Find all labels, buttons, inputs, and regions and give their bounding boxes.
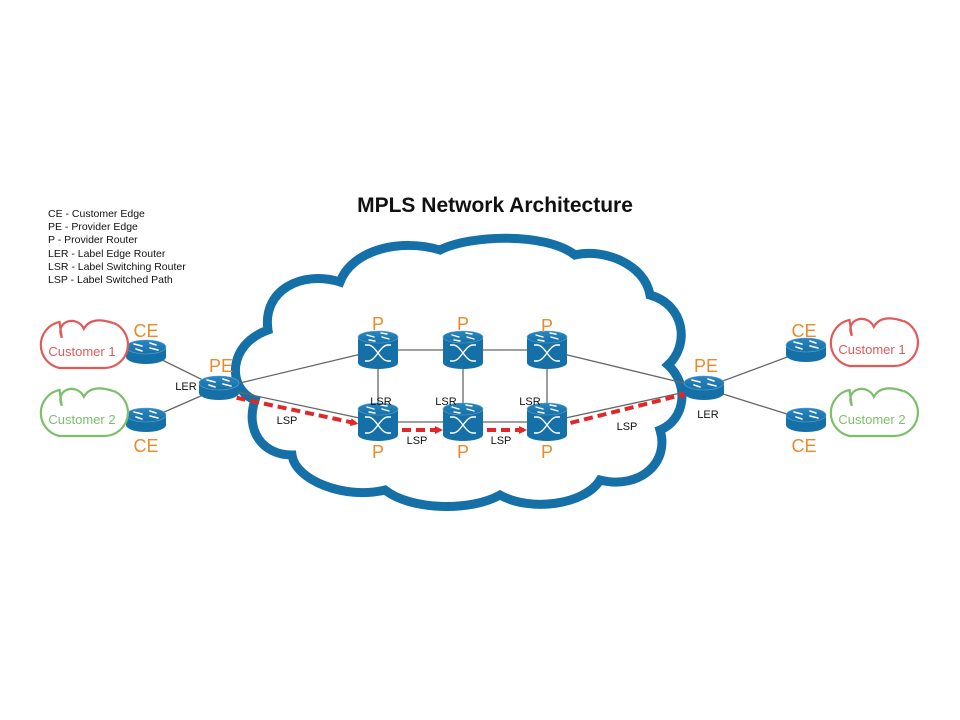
link-p-b3-pe-r: [546, 387, 705, 423]
legend-item-ler: LER - Label Edge Router: [48, 247, 166, 260]
router-arrows-icon: [793, 410, 819, 420]
legend-item-ce: CE - Customer Edge: [48, 208, 145, 220]
cloud-icon: [39, 387, 130, 438]
node-ce-r1: CE: [785, 321, 827, 362]
lsp-label: LSP: [491, 435, 512, 447]
router-top: [125, 407, 167, 423]
sublabel-ler: LER: [697, 409, 718, 421]
link-pe-l-p-t1: [218, 349, 379, 389]
legend: CE - Customer Edge PE - Provider Edge P …: [48, 208, 186, 287]
customer-label: Customer 1: [838, 342, 905, 357]
router-arrows-icon: [691, 378, 717, 388]
node-pe-r: PE LER: [683, 356, 725, 421]
lsp-arrow: [236, 395, 359, 427]
role-label-ce: CE: [791, 321, 816, 341]
sublabel-lsr: LSR: [519, 396, 540, 408]
legend-item-lsr: LSR - Label Switching Router: [48, 260, 186, 273]
lsp-label: LSP: [617, 421, 638, 433]
node-ce-l1: CE: [125, 321, 167, 364]
router-arrows-icon: [451, 404, 475, 414]
router-top: [785, 337, 827, 353]
node-p-t3: P: [526, 316, 568, 369]
role-label-p: P: [541, 442, 553, 462]
legend-item-p: P - Provider Router: [48, 234, 138, 247]
link-p-t3-pe-r: [546, 349, 705, 389]
role-label-ce: CE: [133, 436, 158, 456]
node-p-b2: P LSR: [435, 396, 484, 462]
router-top: [785, 407, 827, 423]
customer-cloud-cust2-right: Customer 2: [829, 387, 920, 438]
switch-cross-icon: [365, 416, 391, 434]
router-top: [357, 402, 399, 416]
role-label-ce: CE: [791, 436, 816, 456]
router-arrows-icon: [451, 332, 475, 342]
node-pe-l: PE LER: [175, 356, 240, 400]
lsp-label: LSP: [277, 415, 298, 427]
sublabel-lsr: LSR: [435, 396, 456, 408]
switch-cross-icon: [450, 416, 476, 434]
role-label-p: P: [372, 314, 384, 334]
sublabel-lsr: LSR: [370, 396, 391, 408]
router-arrows-icon: [535, 404, 559, 414]
router-top: [526, 330, 568, 344]
switch-cross-icon: [365, 344, 391, 362]
customer-label: Customer 2: [838, 412, 905, 427]
router-arrows-icon: [535, 332, 559, 342]
router-arrows-icon: [133, 342, 159, 352]
role-label-p: P: [541, 316, 553, 336]
customer-cloud-cust1-right: Customer 1: [829, 317, 920, 368]
node-p-t2: P: [442, 314, 484, 369]
node-p-b3: P LSR: [519, 396, 568, 462]
legend-item-pe: PE - Provider Edge: [48, 221, 138, 234]
router-arrows-icon: [206, 378, 232, 388]
node-ce-l2: CE: [125, 407, 167, 456]
legend-item-lsp: LSP - Label Switched Path: [48, 274, 173, 287]
node-p-t1: P: [357, 314, 399, 369]
provider-cloud: [230, 233, 687, 511]
customer-label: Customer 2: [48, 412, 115, 427]
customer-cloud-cust1-left: Customer 1: [39, 319, 130, 370]
router-arrows-icon: [366, 332, 390, 342]
role-label-p: P: [372, 442, 384, 462]
diagram-title: MPLS Network Architecture: [357, 194, 633, 217]
role-label-pe: PE: [694, 356, 718, 376]
router-top: [198, 375, 240, 391]
router-arrows-icon: [366, 404, 390, 414]
router-top: [526, 402, 568, 416]
router-arrows-icon: [133, 410, 159, 420]
router-top: [357, 330, 399, 344]
sublabel-ler: LER: [175, 381, 196, 393]
cloud-icon: [829, 387, 920, 438]
role-label-pe: PE: [209, 356, 233, 376]
link-pe-l-p-b1: [218, 387, 379, 423]
router-top: [442, 402, 484, 416]
router-top: [442, 330, 484, 344]
customer-label: Customer 1: [48, 344, 115, 359]
role-label-p: P: [457, 314, 469, 334]
router-top: [683, 375, 725, 391]
router-top: [125, 339, 167, 355]
cloud-icon: [39, 319, 130, 370]
role-label-p: P: [457, 442, 469, 462]
switch-cross-icon: [534, 416, 560, 434]
lsp-label: LSP: [407, 435, 428, 447]
switch-cross-icon: [534, 344, 560, 362]
node-ce-r2: CE: [785, 407, 827, 456]
switch-cross-icon: [450, 344, 476, 362]
cloud-icon: [829, 317, 920, 368]
role-label-ce: CE: [133, 321, 158, 341]
lsp-arrow: [569, 391, 689, 425]
router-arrows-icon: [793, 340, 819, 350]
node-p-b1: P LSR: [357, 396, 399, 462]
customer-cloud-cust2-left: Customer 2: [39, 387, 130, 438]
